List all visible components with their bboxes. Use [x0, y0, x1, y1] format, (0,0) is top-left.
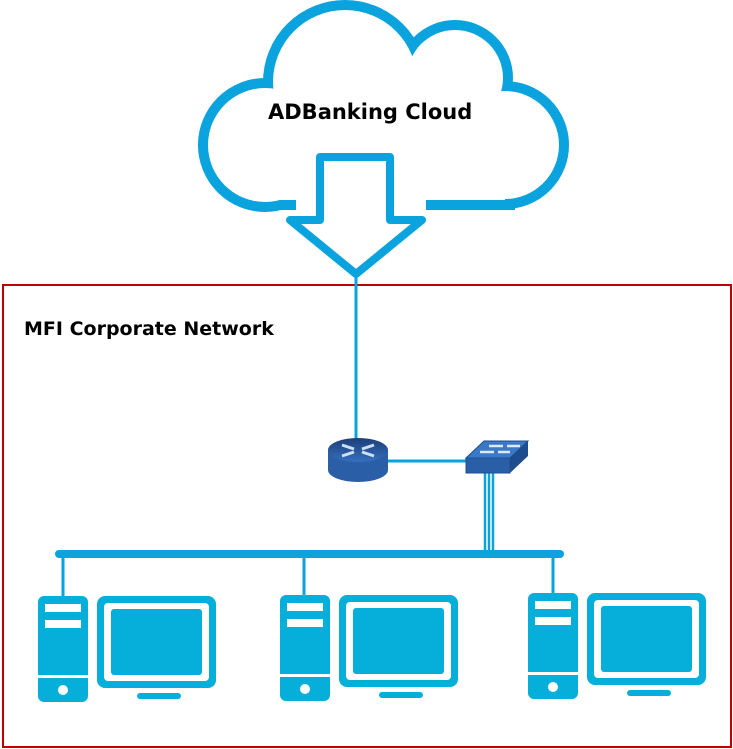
desktop-computer-icon [38, 596, 216, 702]
network-boundary [2, 284, 732, 748]
download-arrow-icon [286, 153, 426, 278]
switch-icon [464, 440, 530, 474]
desktop-computer-icon [528, 593, 706, 699]
network-label: MFI Corporate Network [24, 318, 274, 340]
cloud-label: ADBanking Cloud [268, 100, 473, 124]
network-links [55, 276, 564, 598]
desktop-computer-icon [280, 595, 458, 701]
router-icon [328, 438, 388, 482]
cloud-icon [198, 0, 569, 278]
